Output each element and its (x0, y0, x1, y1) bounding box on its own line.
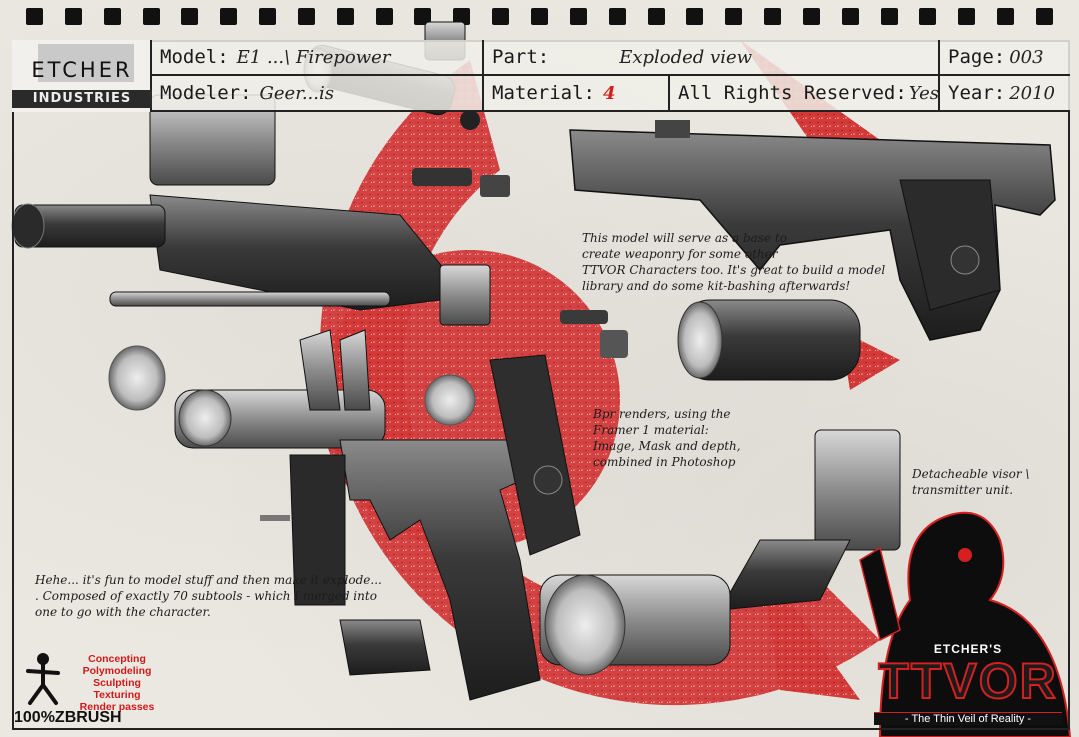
page-value: 003 (1009, 46, 1044, 68)
character-silhouette (859, 511, 1072, 737)
ttvor-tagline: - The Thin Veil of Reality - (874, 712, 1062, 725)
note-line: Image, Mask and depth, (593, 439, 741, 453)
zbrush-task: Polymodeling (82, 665, 152, 677)
model-value: E1 ...\ Firepower (236, 46, 391, 68)
zbrush-figure-icon (26, 653, 60, 705)
zbrush-task-list: Concepting Polymodeling Sculpting Textur… (72, 653, 162, 713)
title-block: ETCHER INDUSTRIES Model: E1 ...\ Firepow… (12, 40, 1070, 112)
visor-unit (539, 299, 901, 676)
film-hole (220, 7, 238, 25)
modeler-label: Modeler: (160, 82, 252, 104)
zbrush-task: Render passes (79, 701, 155, 713)
film-hole (414, 7, 432, 25)
film-hole (841, 7, 859, 25)
note-visor: Detacheable visor \ transmitter unit. (912, 466, 1062, 498)
logo-m-mark (38, 44, 134, 82)
zbrush-badge: Concepting Polymodeling Sculpting Textur… (14, 649, 164, 729)
material-label: Material: (492, 82, 595, 104)
year-cell: Year: 2010 (940, 76, 1070, 112)
film-hole (764, 7, 782, 25)
logo-brand: ETCHER (31, 58, 133, 82)
note-model-library: This model will serve as a base to creat… (582, 230, 912, 294)
small-parts (260, 110, 628, 521)
frame-and-grip (289, 354, 581, 701)
note-line: one to go with the character. (35, 605, 211, 619)
film-hole (647, 7, 665, 25)
rights-cell: All Rights Reserved: Yes (670, 76, 940, 112)
note-line: Bpr renders, using the (593, 407, 731, 421)
ttvor-logo: ETCHER'S TTVOR - The Thin Veil of Realit… (868, 640, 1068, 732)
part-cell: Part: Exploded view (484, 40, 940, 76)
film-hole (26, 7, 43, 25)
note-line: combined in Photoshop (593, 455, 736, 469)
part-label: Part: (492, 46, 550, 68)
modeler-value: Geer...is (259, 82, 334, 104)
zbrush-task: Sculpting (93, 677, 141, 689)
year-value: 2010 (1009, 82, 1056, 104)
rights-label: All Rights Reserved: (678, 82, 907, 104)
note-line: transmitter unit. (912, 483, 1014, 497)
film-hole (569, 7, 587, 25)
model-cell: Model: E1 ...\ Firepower (152, 40, 484, 76)
film-hole (492, 7, 510, 25)
film-hole (997, 7, 1015, 25)
note-line: Detacheable visor \ (912, 467, 1030, 481)
note-explode: Hehe... it's fun to model stuff and then… (35, 572, 425, 620)
film-hole (919, 7, 937, 25)
film-hole (530, 7, 548, 25)
film-hole (958, 7, 976, 25)
film-hole (297, 7, 315, 25)
film-strip-top (0, 2, 1079, 30)
film-hole (608, 7, 626, 25)
film-hole (259, 7, 277, 25)
film-hole (880, 7, 898, 25)
film-hole (725, 7, 743, 25)
note-bpr-renders: Bpr renders, using the Framer 1 material… (593, 406, 773, 470)
assembled-pistol (569, 120, 1056, 341)
page-label: Page: (948, 46, 1006, 68)
etcher-logo: ETCHER INDUSTRIES (12, 40, 152, 112)
logo-sub: INDUSTRIES (12, 90, 152, 108)
film-hole (375, 7, 393, 25)
zbrush-task: Concepting (88, 653, 146, 665)
exploded-slide (11, 94, 446, 311)
modeler-cell: Modeler: Geer...is (152, 76, 484, 112)
ttvor-small-text: ETCHER'S (933, 642, 1003, 656)
film-hole (336, 7, 354, 25)
year-label: Year: (948, 82, 1006, 104)
drawing-frame (12, 40, 1070, 730)
note-line: create weaponry for some other (582, 247, 778, 261)
note-line: library and do some kit-bashing afterwar… (582, 279, 851, 293)
ttvor-title: TTVOR (877, 652, 1058, 710)
part-value: Exploded view (619, 46, 753, 68)
model-label: Model: (160, 46, 229, 68)
film-hole (103, 7, 121, 25)
note-line: . Composed of exactly 70 subtools - whic… (35, 589, 377, 603)
rights-value: Yes (908, 82, 939, 104)
film-hole (802, 7, 820, 25)
film-hole (142, 7, 160, 25)
page-cell: Page: 003 (940, 40, 1070, 76)
film-hole (1035, 7, 1053, 25)
film-hole (181, 7, 199, 25)
film-hole (64, 7, 82, 25)
zbrush-brand: 100%ZBRUSH (14, 709, 122, 726)
film-hole (453, 7, 471, 25)
note-line: This model will serve as a base to (582, 231, 787, 245)
material-cell: Material: 4 (484, 76, 670, 112)
material-value: 4 (602, 82, 616, 104)
note-line: Framer 1 material: (593, 423, 709, 437)
note-line: TTVOR Characters too. It's great to buil… (582, 263, 886, 277)
note-line: Hehe... it's fun to model stuff and then… (35, 573, 382, 587)
film-hole (686, 7, 704, 25)
zbrush-task: Texturing (93, 689, 141, 701)
